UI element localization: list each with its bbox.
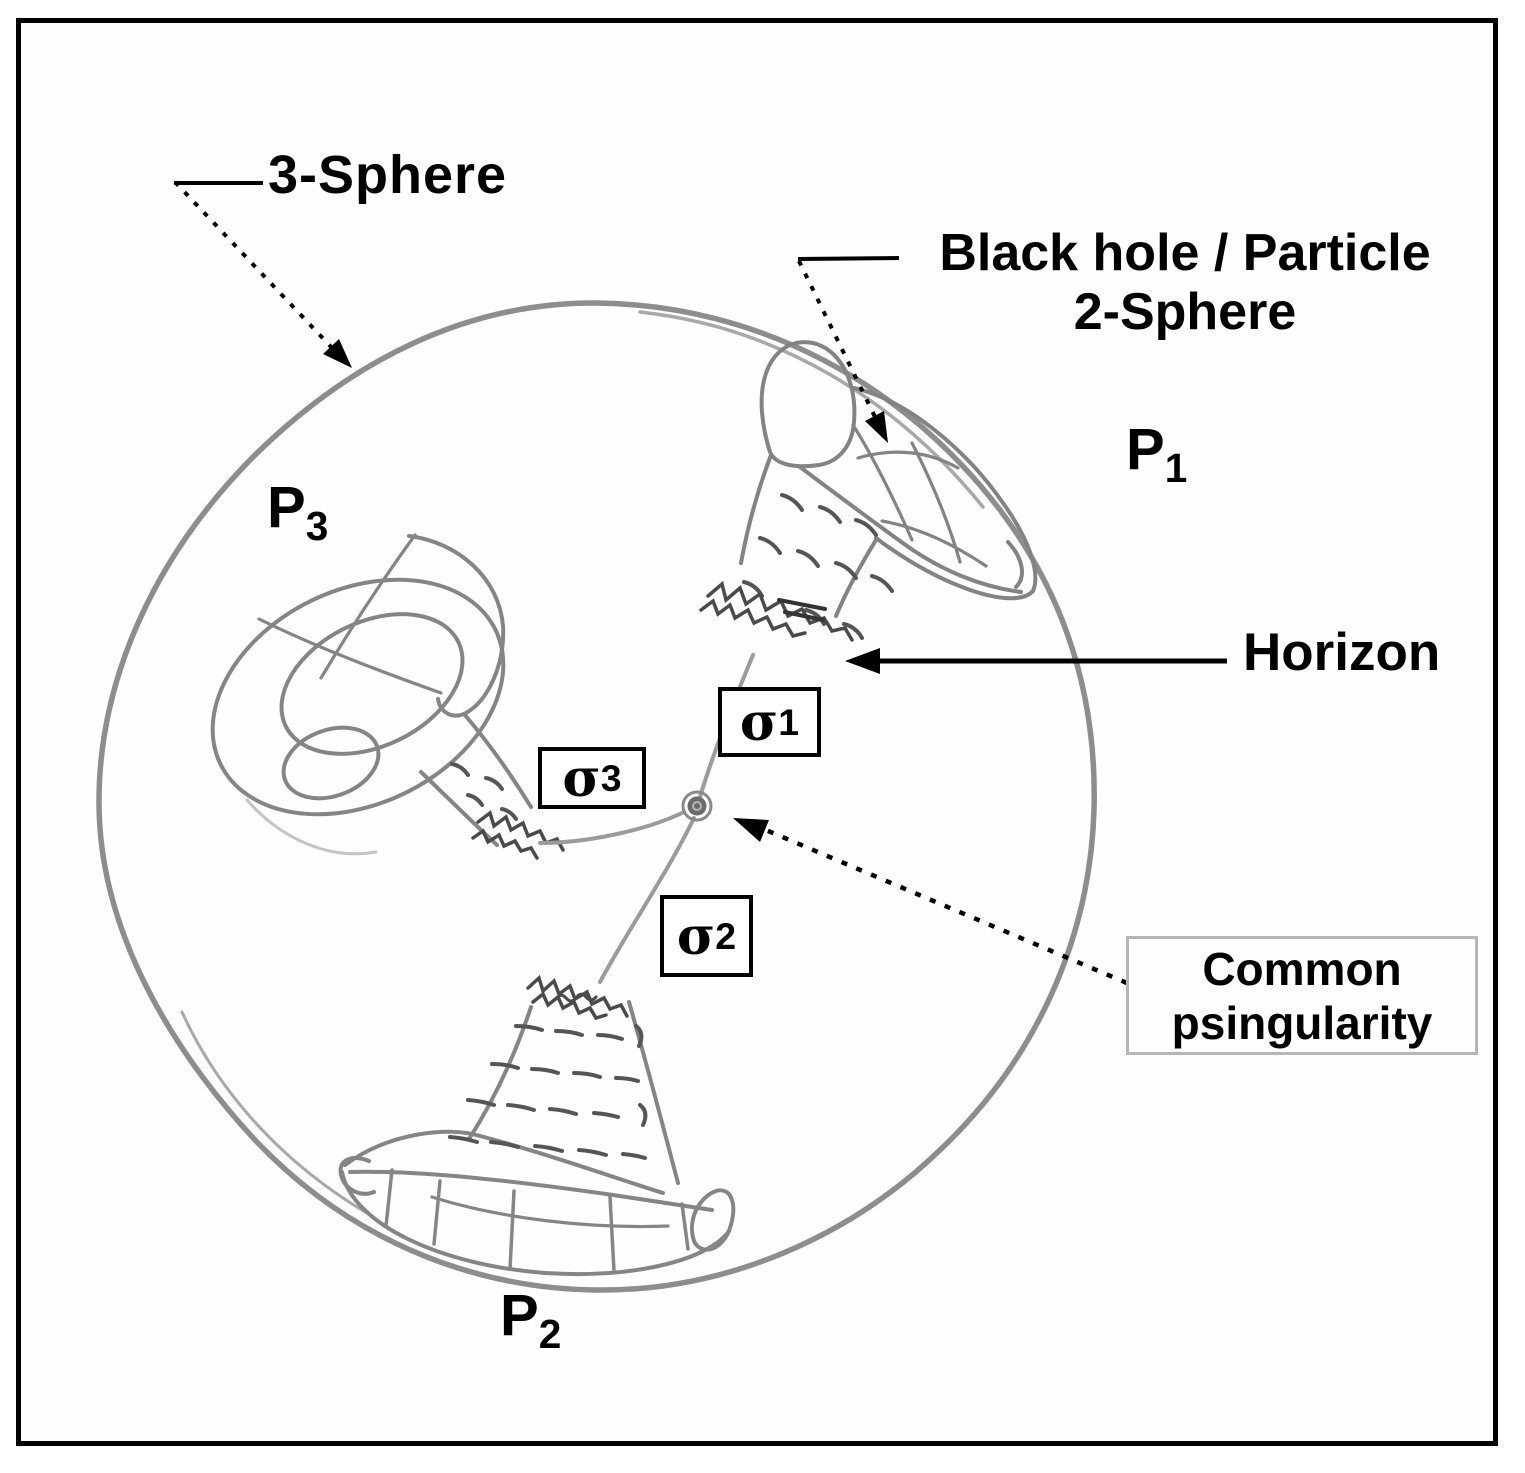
p2-cone-dashes — [448, 1024, 648, 1160]
sigma3-strand — [538, 810, 686, 845]
black-hole-arrow-line — [797, 260, 878, 420]
particle-label-p2: P2 — [500, 1283, 562, 1357]
black-hole-funnel-p1 — [739, 340, 1038, 618]
p2-horizon-fuzz — [526, 974, 629, 1021]
p3-tip-fuzz — [471, 810, 565, 860]
black-hole-leader-line — [797, 256, 900, 261]
horizon-arrowhead — [845, 648, 880, 674]
particle-label-p3: P3 — [267, 475, 329, 549]
common-singularity-arrowhead — [733, 818, 769, 842]
black-hole-label-line1: Black hole / Particle — [939, 224, 1431, 282]
black-hole-label-line2: 2-Sphere — [1073, 283, 1297, 341]
p3-throat-dashes — [450, 762, 518, 821]
horizon-label: Horizon — [1243, 623, 1441, 682]
particle-label-p1: P1 — [1126, 417, 1188, 491]
three-sphere-circle — [96, 300, 1097, 1293]
black-hole-arrowhead — [865, 411, 888, 443]
common-singularity-dot — [681, 790, 713, 822]
common-singularity-label-line2: psingularity — [1171, 996, 1433, 1049]
three-sphere-arrow-line — [173, 180, 336, 352]
black-hole-label: Black hole / Particle 2-Sphere — [885, 224, 1485, 342]
sigma2-strand — [598, 816, 696, 984]
common-singularity-label-box: Common psingularity — [1126, 936, 1478, 1055]
annotation-arrows — [173, 180, 1227, 986]
three-sphere-label: 3-Sphere — [268, 145, 508, 205]
wormhole-funnel-p3 — [210, 533, 533, 856]
p1-horizon-fuzz — [699, 580, 854, 642]
three-sphere-arrowhead — [323, 339, 352, 368]
black-hole-funnel-p2 — [338, 1000, 736, 1277]
common-singularity-label-line1: Common — [1202, 942, 1402, 995]
common-singularity-arrow-line — [765, 827, 1128, 986]
